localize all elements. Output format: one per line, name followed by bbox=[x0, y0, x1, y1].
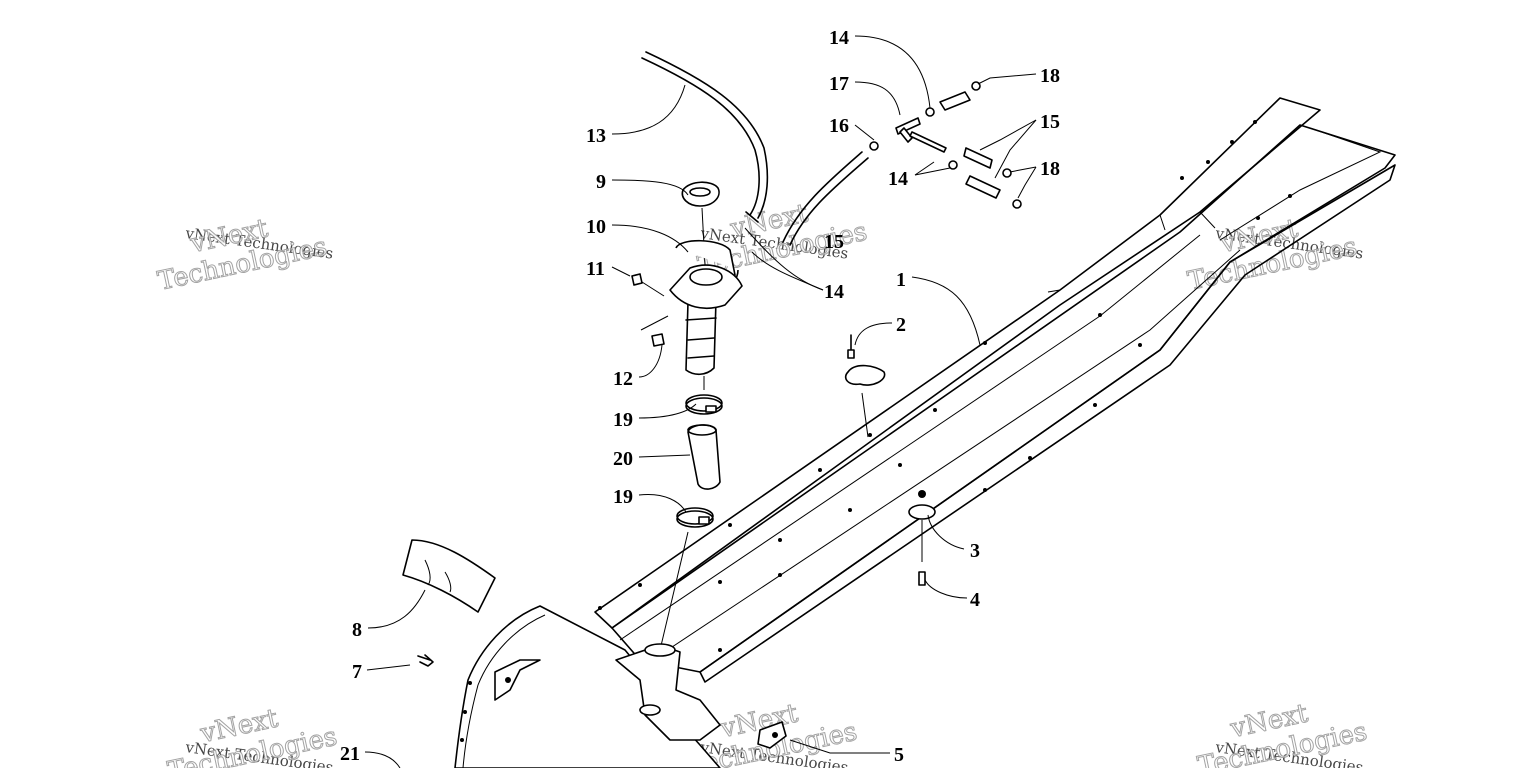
callout-17: 17 bbox=[829, 73, 849, 95]
callout-3: 3 bbox=[970, 540, 980, 562]
front-bulkhead bbox=[454, 605, 787, 768]
rivet-part-2 bbox=[844, 334, 886, 438]
leader-lines bbox=[364, 35, 1037, 768]
callout-18-b: 18 bbox=[1040, 158, 1060, 180]
assembly-line bbox=[659, 531, 689, 651]
callout-15-a: 15 bbox=[1040, 111, 1060, 133]
callout-19-a: 19 bbox=[613, 409, 633, 431]
vent-tee-assembly bbox=[782, 81, 1022, 246]
callout-9: 9 bbox=[596, 171, 606, 193]
callout-labels: 1 2 3 4 5 7 8 9 10 11 12 13 14 14 14 15 … bbox=[340, 27, 1060, 766]
callout-10: 10 bbox=[586, 216, 606, 238]
callout-18-a: 18 bbox=[1040, 65, 1060, 87]
connector-hose-part-20 bbox=[687, 424, 721, 490]
rivets bbox=[598, 120, 1292, 652]
watermark-left-top-big: vNext Technologies bbox=[155, 213, 331, 297]
clamp-part-19-lower bbox=[676, 507, 714, 528]
callout-16: 16 bbox=[829, 115, 849, 137]
watermark-left-bottom-big: vNext Technologies bbox=[165, 703, 341, 768]
callout-1: 1 bbox=[896, 269, 906, 291]
callout-8: 8 bbox=[352, 619, 362, 641]
clamp-part-19-upper bbox=[685, 394, 723, 415]
callout-4: 4 bbox=[970, 589, 980, 611]
callout-7: 7 bbox=[352, 661, 362, 683]
callout-12: 12 bbox=[613, 368, 633, 390]
heat-shield-part-8 bbox=[402, 539, 496, 613]
grommet-part-3 bbox=[908, 490, 936, 586]
callout-13: 13 bbox=[586, 125, 606, 147]
callout-19-b: 19 bbox=[613, 486, 633, 508]
callout-2: 2 bbox=[896, 314, 906, 336]
callout-20: 20 bbox=[613, 448, 633, 470]
callout-11: 11 bbox=[586, 258, 605, 280]
watermark-right-top-big: vNext Technologies bbox=[1185, 213, 1361, 297]
callout-14-c: 14 bbox=[888, 168, 908, 190]
callout-5: 5 bbox=[894, 744, 904, 766]
callout-14-b: 14 bbox=[824, 281, 844, 303]
vent-hose-part-13 bbox=[641, 51, 769, 223]
callout-14-a: 14 bbox=[829, 27, 849, 49]
filler-neck-assembly bbox=[631, 181, 743, 376]
rivet-part-7 bbox=[417, 654, 434, 667]
callout-21: 21 bbox=[340, 743, 360, 765]
callout-15-b: 15 bbox=[824, 231, 844, 253]
